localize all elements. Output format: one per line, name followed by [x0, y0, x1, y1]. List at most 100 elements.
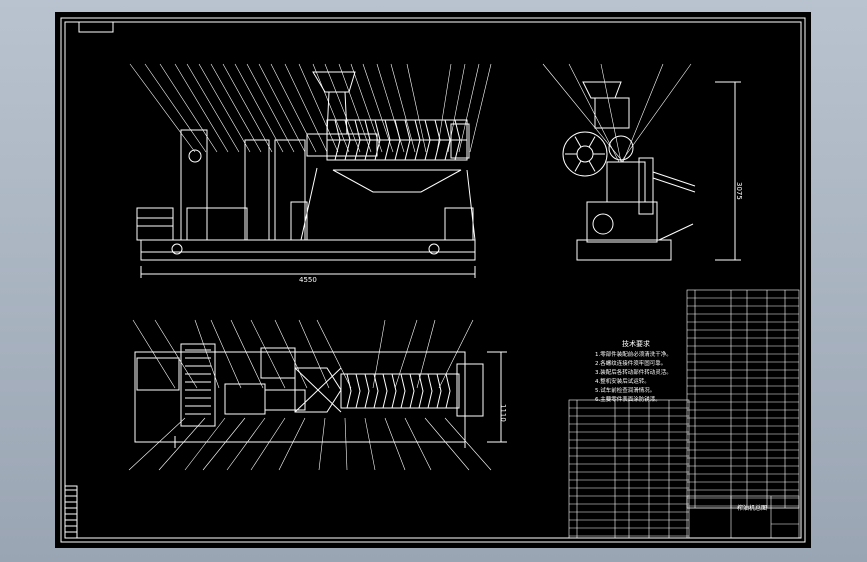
pulley-spoke	[574, 136, 582, 148]
part-leader-line	[129, 63, 196, 153]
outer-border	[60, 17, 806, 543]
technical-requirement-line: 1.零部件装配前必须清洗干净。	[595, 350, 672, 358]
plan-outlet	[456, 363, 484, 417]
part-leader-line	[436, 63, 452, 153]
part-leader-line	[250, 319, 286, 389]
plan-hopper	[294, 367, 342, 413]
support-column	[244, 139, 270, 241]
part-leader-line	[362, 63, 394, 153]
part-leader-line	[318, 417, 326, 471]
part-leader-line	[210, 63, 262, 153]
outlet-housing	[450, 123, 470, 159]
part-leader-line	[250, 417, 286, 471]
oil-spout	[652, 171, 696, 193]
front-elevation-view	[136, 71, 476, 278]
side-hopper	[582, 81, 622, 99]
gearbox	[180, 129, 208, 241]
mounting-hole	[171, 243, 183, 255]
drawing-name: 榨油机总图	[737, 504, 767, 512]
part-leader-line	[390, 63, 416, 153]
part-leader-line	[210, 319, 242, 389]
part-leader-line	[226, 417, 266, 471]
bill-of-materials	[568, 289, 800, 539]
technical-requirement-line: 4.整机安装后试运转。	[595, 377, 650, 385]
mounting-hole	[428, 243, 440, 255]
part-leader-line	[316, 319, 352, 389]
support-column	[274, 139, 306, 241]
part-leader-line	[174, 63, 229, 153]
plan-screw-flight	[382, 373, 388, 409]
pulley-spoke	[588, 160, 596, 172]
part-leaders	[128, 63, 692, 471]
side-elevation-view	[562, 81, 741, 261]
part-leader-line	[406, 63, 427, 153]
plan-barrel	[340, 373, 460, 409]
part-leader-line	[424, 417, 470, 471]
corner-box	[78, 21, 114, 33]
part-leader-line	[444, 417, 492, 471]
base-frame	[140, 239, 476, 253]
inner-border	[64, 21, 802, 539]
part-leader-line	[298, 63, 339, 153]
part-leader-line	[222, 63, 273, 153]
plan-screw-flight	[346, 373, 352, 409]
part-leader-line	[194, 319, 220, 389]
part-leader-line	[622, 63, 664, 163]
part-leader-line	[258, 63, 306, 153]
drawing-sheet: 4550 3075 1110 技术要求 1.零部件装配前必须清洗干净。 2.各螺…	[55, 12, 811, 548]
plan-view	[134, 343, 507, 448]
part-leader-line	[234, 63, 284, 153]
part-leader-line	[154, 319, 198, 389]
plan-screw-flight	[355, 373, 361, 409]
part-leader-line	[274, 319, 308, 389]
part-leader-line	[128, 417, 186, 471]
part-leader-line	[376, 63, 405, 153]
side-wheel	[592, 213, 614, 235]
part-leader-line	[384, 417, 406, 471]
part-leader-line	[344, 417, 348, 471]
part-leader-line	[458, 63, 480, 153]
part-leader-line	[404, 417, 432, 471]
technical-requirement-line: 5.试车前检查润滑情况。	[595, 386, 655, 394]
plan-screw-flight	[373, 373, 379, 409]
side-base	[576, 239, 672, 261]
feed-pipe	[306, 133, 378, 157]
part-leader-line	[246, 63, 295, 153]
part-leader-line	[144, 63, 207, 153]
plan-screw-flight	[364, 373, 370, 409]
part-leader-line	[184, 417, 226, 471]
part-leader-line	[469, 63, 492, 153]
pulley	[562, 131, 608, 177]
support-foot	[290, 201, 308, 241]
part-leader-line	[568, 63, 620, 163]
part-leader-line	[542, 63, 624, 163]
bom-upper-table	[686, 289, 800, 509]
part-leader-line	[158, 417, 206, 471]
hopper-cross	[294, 367, 342, 413]
title-block	[686, 495, 800, 539]
part-leader-line	[372, 319, 386, 389]
plan-screw-flight	[409, 373, 415, 409]
plan-shaft	[264, 389, 306, 411]
plan-screw-flight	[436, 373, 442, 409]
front-length-dimension: 4550	[299, 276, 317, 284]
part-leader-line	[270, 63, 317, 153]
side-guard	[638, 157, 654, 215]
drawing-frame	[60, 17, 806, 543]
side-strip	[64, 485, 78, 539]
technical-requirement-line: 6.主要零件表面涂防锈漆。	[595, 395, 661, 403]
part-leader-line	[600, 63, 622, 163]
plan-screw-flight	[445, 373, 451, 409]
leader-line	[658, 223, 694, 241]
plan-coupling	[224, 383, 266, 415]
side-neck	[594, 97, 630, 129]
part-leader-line	[278, 417, 306, 471]
part-leader-line	[312, 63, 350, 153]
part-leader-line	[620, 63, 692, 163]
part-leader-line	[230, 319, 264, 389]
part-leader-line	[447, 63, 466, 153]
feed-hopper	[312, 71, 356, 93]
plan-screw-flight	[391, 373, 397, 409]
side-gear	[608, 135, 634, 161]
side-height-dimension: 3075	[735, 182, 743, 200]
